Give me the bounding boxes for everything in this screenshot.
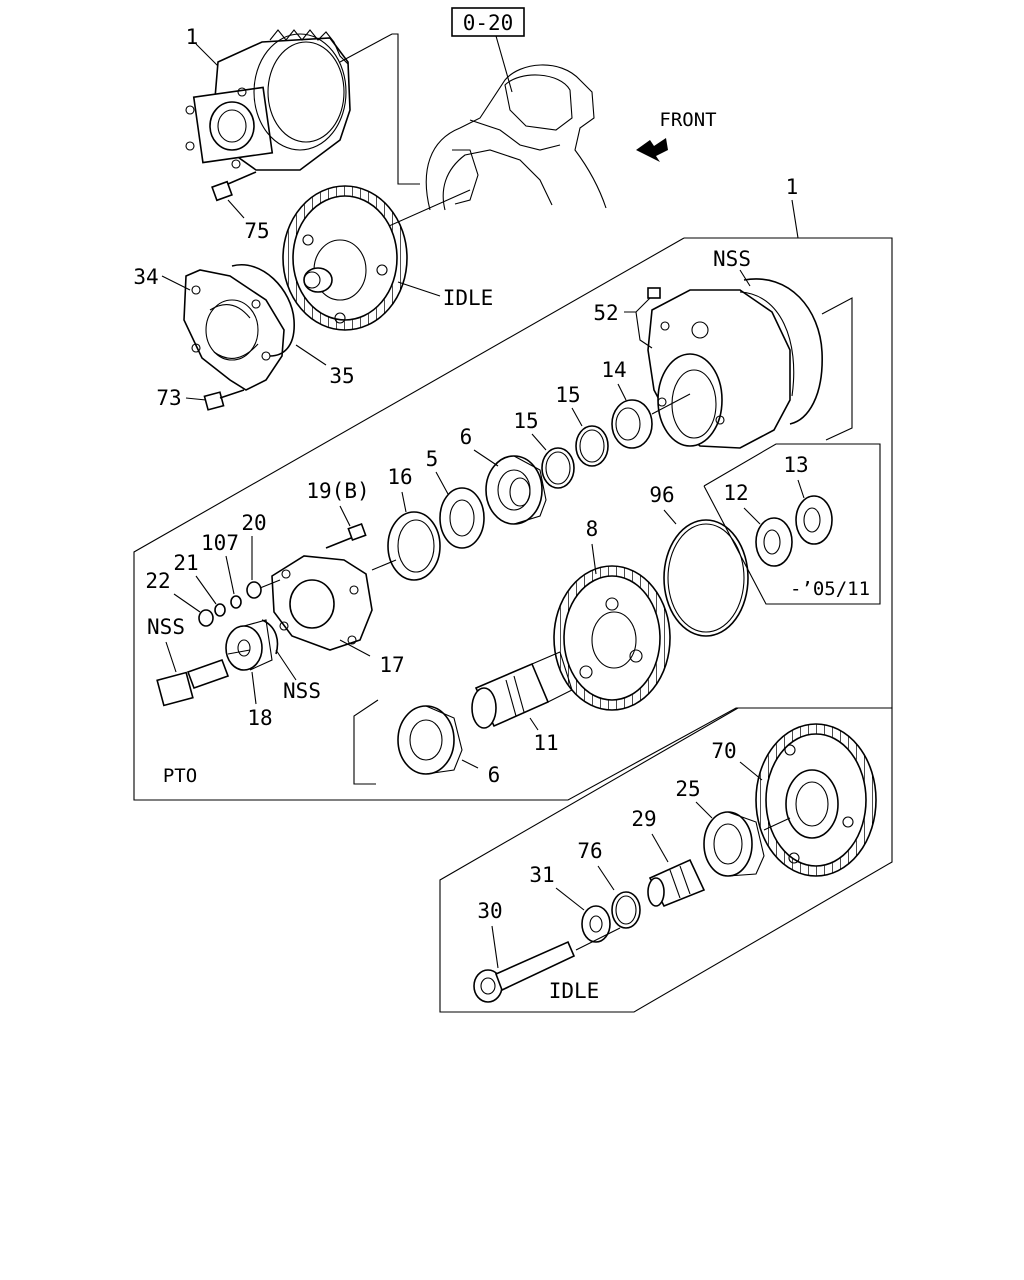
callout-34[interactable]: 34: [133, 265, 158, 289]
pin-52: [647, 287, 661, 299]
washer-21: [214, 603, 226, 617]
callout-73[interactable]: 73: [156, 386, 181, 410]
cover-plate-34: [183, 269, 285, 391]
pto-assembly-top: [185, 29, 351, 171]
callout-30[interactable]: 30: [477, 899, 502, 923]
callout-76[interactable]: 76: [577, 839, 602, 863]
spacer-18: [225, 619, 273, 671]
bearing-25: [703, 811, 765, 877]
nss-bolt: [156, 658, 230, 707]
callout-6-lower[interactable]: 6: [488, 763, 501, 787]
shaft-11: [471, 651, 573, 729]
nss-label-top: NSS: [713, 247, 751, 271]
idle-section-frame: [439, 707, 893, 1013]
callout-52[interactable]: 52: [593, 301, 618, 325]
callout-20[interactable]: 20: [241, 511, 266, 535]
o-ring-96: [663, 519, 749, 637]
nut-20: [246, 581, 262, 599]
callout-5[interactable]: 5: [426, 447, 439, 471]
washer-5: [439, 487, 485, 549]
bearing-6-upper: [485, 455, 547, 525]
ring-14: [611, 399, 653, 449]
date-note: -’05/11: [790, 578, 870, 600]
callout-12[interactable]: 12: [723, 481, 748, 505]
callout-17[interactable]: 17: [379, 653, 404, 677]
callout-15b[interactable]: 15: [513, 409, 538, 433]
bearing-6-lower: [397, 705, 463, 775]
snap-ring-15a: [575, 425, 609, 467]
front-label: FRONT: [659, 109, 716, 131]
inset-frame: [703, 443, 881, 605]
callout-22[interactable]: 22: [145, 569, 170, 593]
pto-section-frame: [133, 237, 893, 801]
callout-1-top[interactable]: 1: [186, 25, 199, 49]
callout-6-upper[interactable]: 6: [460, 425, 473, 449]
callout-15a[interactable]: 15: [555, 383, 580, 407]
pin-29: [647, 858, 706, 908]
callout-31[interactable]: 31: [529, 863, 554, 887]
callout-11[interactable]: 11: [533, 731, 558, 755]
washer-13: [795, 495, 833, 545]
callout-107[interactable]: 107: [201, 531, 239, 555]
callout-14[interactable]: 14: [601, 358, 626, 382]
reference-box-label[interactable]: 0-20: [463, 11, 514, 35]
reference-box[interactable]: 0-20: [451, 7, 525, 37]
idle-label-top: IDLE: [443, 286, 494, 310]
bolt-30: [473, 940, 576, 1003]
snap-ring-15b: [541, 447, 575, 489]
gear-8: [553, 565, 671, 711]
nut-31: [581, 905, 611, 943]
pto-label: PTO: [163, 765, 197, 787]
bolt-19b: [325, 522, 367, 549]
o-ring-nss: [261, 619, 279, 655]
callout-18[interactable]: 18: [247, 706, 272, 730]
engine-housing: [425, 64, 607, 211]
callout-70[interactable]: 70: [711, 739, 736, 763]
bolt-75: [211, 171, 257, 202]
callout-21[interactable]: 21: [173, 551, 198, 575]
callout-8[interactable]: 8: [586, 517, 599, 541]
ring-76: [611, 891, 641, 929]
washer-107: [230, 595, 242, 609]
gear-70: [755, 723, 877, 877]
nss-label-mid: NSS: [283, 679, 321, 703]
idle-label-bottom: IDLE: [549, 979, 600, 1003]
callout-16[interactable]: 16: [387, 465, 412, 489]
seal-16: [387, 511, 441, 581]
callout-1-pto[interactable]: 1: [786, 175, 799, 199]
callout-19b[interactable]: 19(B): [306, 479, 369, 503]
nss-label-bolt: NSS: [147, 615, 185, 639]
callout-25[interactable]: 25: [675, 777, 700, 801]
callout-35[interactable]: 35: [329, 364, 354, 388]
callout-13[interactable]: 13: [783, 453, 808, 477]
callout-75[interactable]: 75: [244, 219, 269, 243]
nut-22: [198, 609, 214, 627]
flange-17: [271, 555, 373, 651]
washer-12: [755, 517, 793, 567]
callout-96[interactable]: 96: [649, 483, 674, 507]
pto-housing: [647, 289, 795, 449]
gasket-nss-top: [743, 278, 823, 425]
gasket-35: [231, 263, 295, 357]
idle-gear-top: [282, 185, 408, 331]
bolt-73: [203, 389, 245, 411]
front-arrow-icon: [636, 138, 668, 162]
callout-29[interactable]: 29: [631, 807, 656, 831]
